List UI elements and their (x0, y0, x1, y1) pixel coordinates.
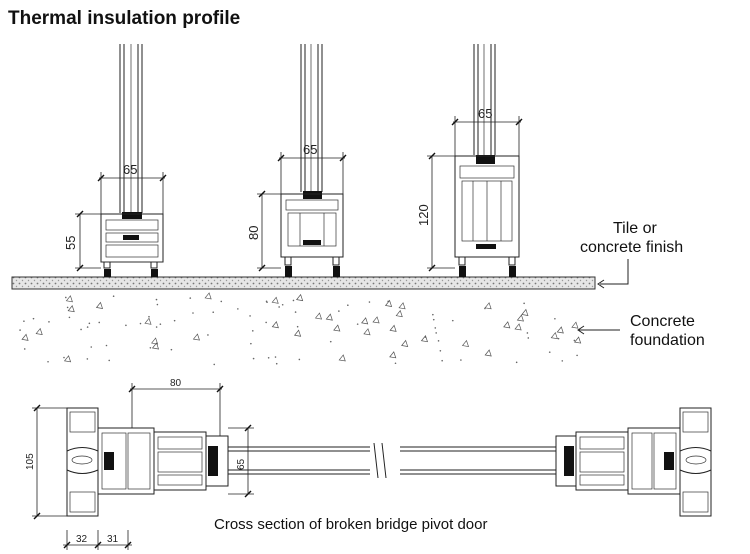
frame-width-dim: 80 (170, 378, 182, 389)
glass-height-dim: 65 (236, 458, 247, 470)
profile-2-width-dim: 65 (303, 142, 317, 157)
concrete-foundation (19, 292, 582, 366)
profile-1-height-dim: 55 (63, 236, 78, 250)
tile-finish-layer (11, 276, 596, 290)
profile-55: 65 55 (63, 44, 167, 277)
profile-3-width-dim: 65 (478, 106, 492, 121)
diagram-title: Thermal insulation profile (8, 8, 240, 29)
total-height-dim: 105 (25, 453, 36, 470)
foundation-label-group: Concrete foundation (577, 313, 705, 349)
section-caption: Cross section of broken bridge pivot doo… (214, 516, 487, 533)
profile-1-width-dim: 65 (123, 162, 137, 177)
finish-label-group: Tile or concrete finish (580, 220, 683, 289)
profile-2-height-dim: 80 (246, 226, 261, 240)
profile-80: 65 80 (246, 44, 347, 277)
profile-3-height-dim: 120 (416, 204, 431, 226)
foundation-label-line1: Concrete (630, 313, 695, 330)
part-b-dim: 31 (107, 534, 119, 545)
profile-120: 65 120 (416, 44, 523, 277)
finish-label-line2: concrete finish (580, 239, 683, 256)
foundation-label-line2: foundation (630, 332, 705, 349)
finish-label-line1: Tile or (613, 220, 658, 237)
part-a-dim: 32 (76, 534, 88, 545)
pivot-door-cross-section: 65 80 105 32 (25, 378, 712, 550)
